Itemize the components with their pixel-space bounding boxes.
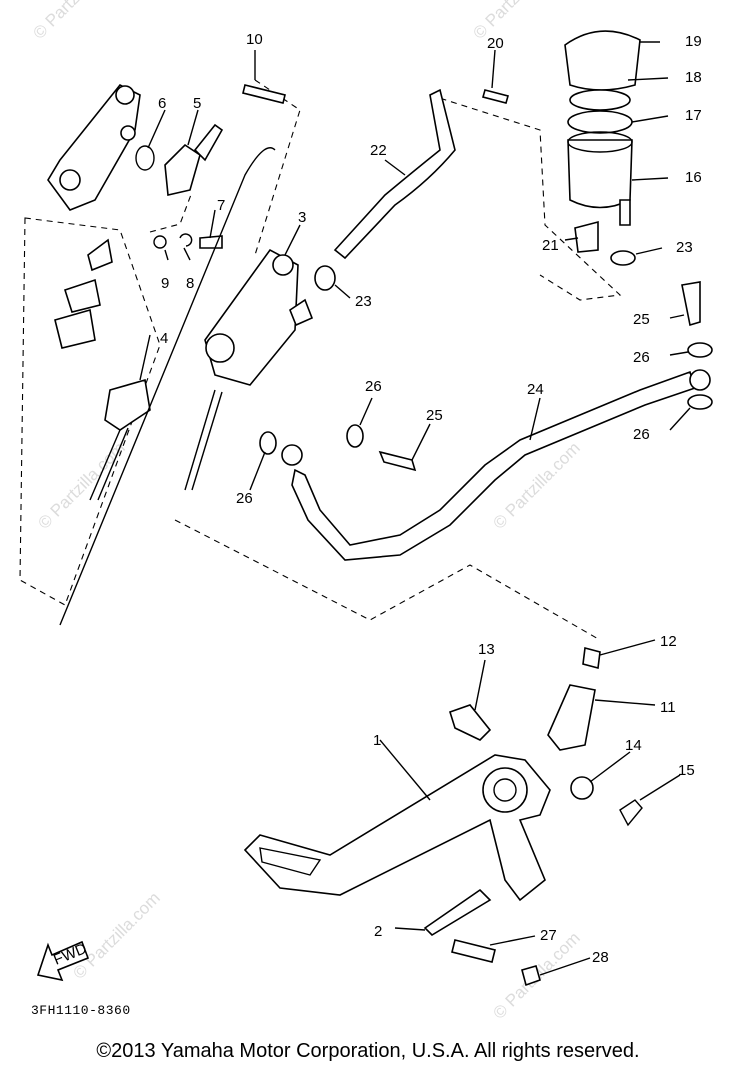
callout-16: 16 [685,169,702,186]
pin-13 [449,704,492,741]
watermark: © Partzilla.com [34,438,128,532]
spring [87,238,113,272]
callout-28: 28 [592,949,609,966]
brake-hose [281,369,711,561]
circlip [179,233,193,247]
callout-20: 20 [487,35,504,52]
callout-21: 21 [542,237,559,254]
plate [569,89,631,111]
clevis-11 [547,684,596,751]
callout-4: 4 [160,330,168,347]
callout-12: 12 [660,633,677,650]
callout-9: 9 [161,275,169,292]
callout-26: 26 [236,490,253,507]
washer-26 [346,424,364,448]
diaphragm [567,110,633,134]
copyright-notice: ©2013 Yamaha Motor Corporation, U.S.A. A… [96,1040,640,1062]
callout-19: 19 [685,33,702,50]
callout-14: 14 [625,737,642,754]
callout-5: 5 [193,95,201,112]
callout-26: 26 [633,349,650,366]
callouts: 10 6 5 7 9 8 4 3 20 19 18 17 16 21 23 22… [158,31,702,966]
assembly-outlines [19,79,622,641]
washer [153,235,167,249]
callout-17: 17 [685,107,702,124]
clamp [314,265,336,291]
diagram-reference-code: 3FH1110-8360 [31,1003,131,1018]
nut-12 [582,646,601,670]
washer-14 [570,776,594,800]
master-cylinder-kit [47,83,224,501]
reservoir-body [567,139,633,209]
callout-13: 13 [478,641,495,658]
master-cylinder [59,147,314,626]
bracket [574,220,599,253]
callout-25: 25 [633,311,650,328]
brake-pedal [243,754,551,902]
callout-8: 8 [186,275,194,292]
bolt-20 [482,89,509,104]
cotter-pin-15 [619,799,643,827]
callout-27: 27 [540,927,557,944]
callout-26: 26 [633,426,650,443]
callout-11: 11 [660,699,676,716]
bolt-25 [378,450,417,472]
parts-diagram: © Partzilla.com © Partzilla.com © Partzi… [19,0,713,1023]
watermark: © Partzilla.com [469,0,563,43]
callout-26: 26 [365,378,382,395]
leader-lines [139,41,691,976]
clamp [610,250,636,266]
callout-7: 7 [217,197,225,214]
washer-26 [259,431,277,455]
bolt-27 [451,939,496,963]
callout-2: 2 [374,923,382,940]
bolt-10 [242,84,286,104]
callout-22: 22 [370,142,387,159]
piston [63,278,101,313]
hose-22 [333,88,456,260]
reservoir [482,30,641,253]
callout-10: 10 [246,31,263,48]
spring-2 [423,888,492,937]
nut-28 [521,965,541,987]
bolt-25 [681,281,701,327]
joint [164,143,201,196]
watermark: © Partzilla.com [29,0,123,43]
washer-26 [687,394,713,410]
watermark: © Partzilla.com [69,888,163,982]
boot [104,378,151,431]
callout-18: 18 [685,69,702,86]
cap [564,30,641,91]
callout-23: 23 [676,239,693,256]
callout-15: 15 [678,762,695,779]
callout-24: 24 [527,381,544,398]
callout-1: 1 [373,732,381,749]
callout-3: 3 [298,209,306,226]
o-ring [135,145,155,171]
callout-6: 6 [158,95,166,112]
callout-23: 23 [355,293,372,310]
callout-25: 25 [426,407,443,424]
washer-26 [687,342,713,358]
